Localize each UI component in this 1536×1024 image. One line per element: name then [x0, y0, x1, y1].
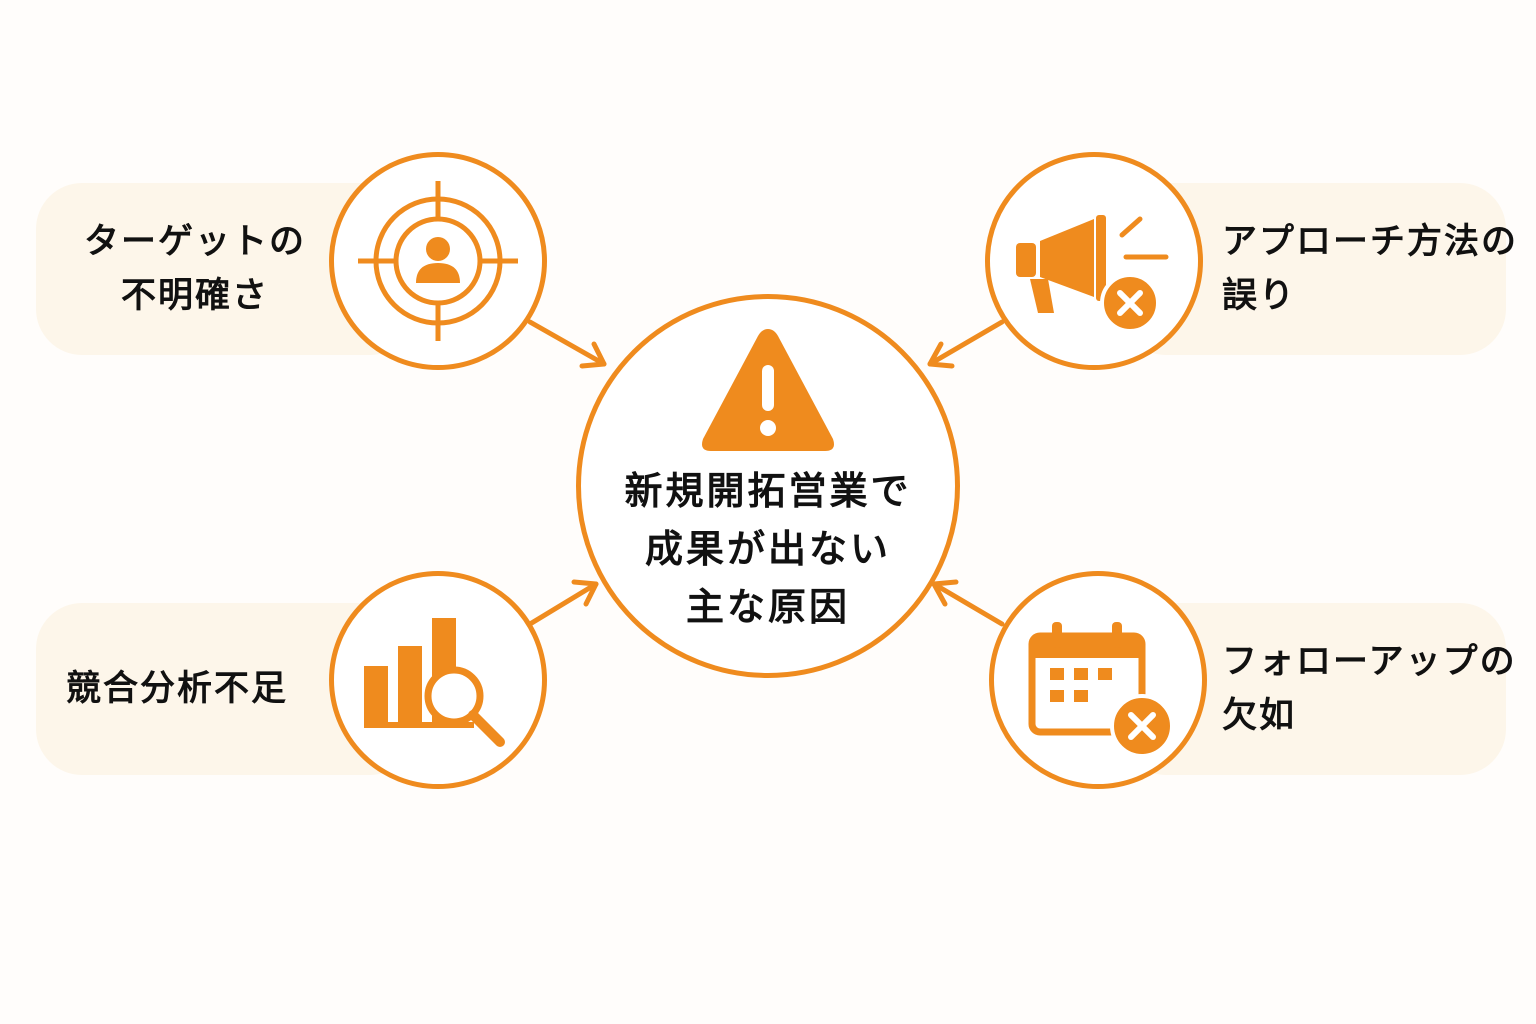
arrow-competition	[527, 579, 599, 627]
warning-icon	[702, 329, 834, 451]
cause-label-line: フォローアップの	[1222, 642, 1517, 682]
cause-label-line: 誤り	[1222, 276, 1297, 316]
arrow-approach	[927, 319, 1005, 369]
center-title-line: 成果が出ない	[644, 527, 891, 571]
cause-label-line: アプローチ方法の	[1222, 222, 1519, 262]
center-title-line: 新規開拓営業で	[624, 469, 912, 513]
cause-icon-approach	[985, 152, 1203, 370]
cause-icon-competition	[329, 571, 547, 789]
arrow-followup	[931, 579, 1005, 627]
cause-label-line: ターゲットの	[83, 222, 306, 262]
center-title-line: 主な原因	[685, 585, 850, 629]
calendar-x-icon	[1028, 622, 1174, 758]
cause-icon-followup	[989, 571, 1207, 789]
cause-label-approach: アプローチ方法の 誤り	[1222, 183, 1516, 355]
megaphone-x-icon	[1016, 215, 1169, 333]
cause-icon-target	[329, 152, 547, 370]
cause-label-followup: フォローアップの 欠如	[1222, 603, 1515, 775]
arrow-target	[527, 319, 607, 369]
center-circle	[576, 294, 960, 678]
bar-chart-search-icon	[364, 618, 505, 747]
center-title: 新規開拓営業で 成果が出ない 主な原因	[576, 462, 960, 636]
cause-label-line: 欠如	[1222, 696, 1297, 736]
cause-label-target: ターゲットの 不明確さ	[70, 183, 320, 355]
target-person-icon	[358, 181, 518, 341]
cause-label-competition: 競合分析不足	[66, 603, 316, 775]
cause-label-line: 不明確さ	[120, 276, 269, 316]
cause-label-line: 競合分析不足	[66, 669, 289, 709]
